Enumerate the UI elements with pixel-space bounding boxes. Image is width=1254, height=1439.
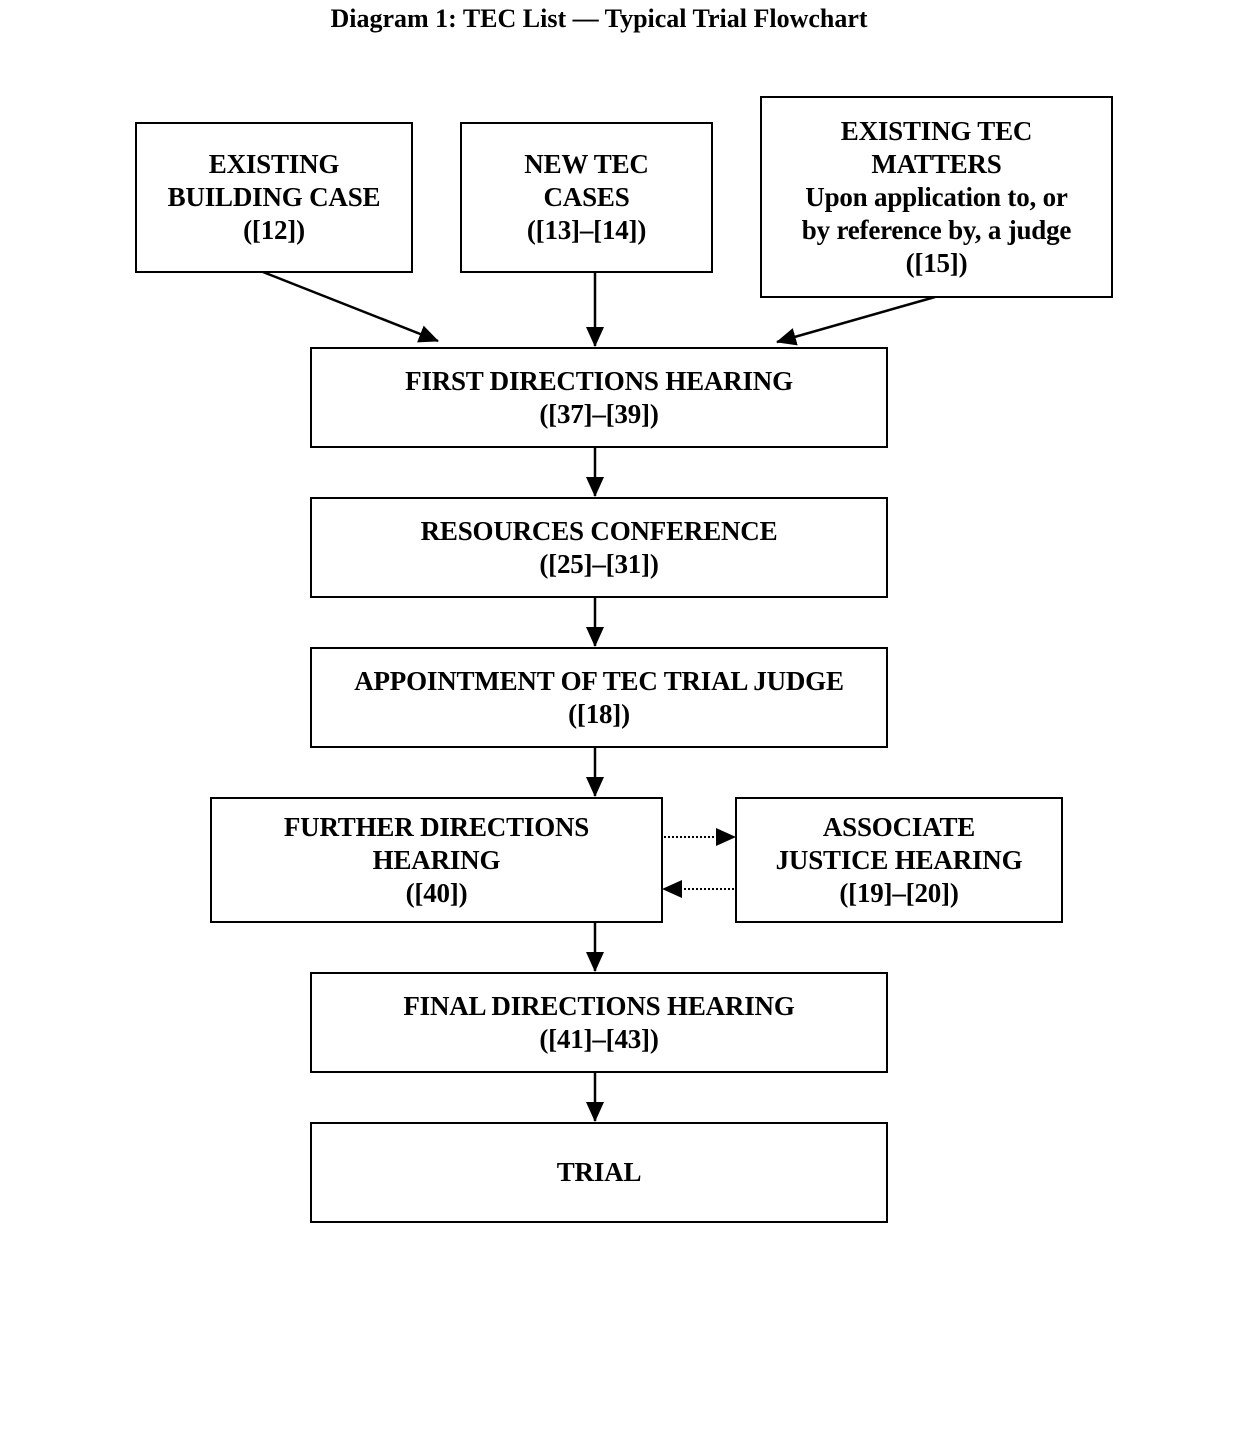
box-text-line: ([18]): [568, 698, 630, 729]
box-text-line: ([15]): [905, 247, 968, 278]
box-new-tec-cases-text: NEW TEC CASES ([13]–[14]): [524, 148, 649, 247]
box-text-line: NEW TEC: [524, 149, 649, 179]
box-further-directions-hearing: FURTHER DIRECTIONS HEARING ([40]): [210, 797, 663, 923]
box-resources-conference-text: RESOURCES CONFERENCE ([25]–[31]): [421, 515, 778, 581]
box-appointment-tec-trial-judge: APPOINTMENT OF TEC TRIAL JUDGE ([18]): [310, 647, 888, 748]
box-text-line: JUSTICE HEARING: [775, 844, 1023, 875]
box-text-line: FURTHER DIRECTIONS: [283, 811, 590, 842]
arrow-building-to-first: [262, 270, 439, 343]
box-further-directions-hearing-text: FURTHER DIRECTIONS HEARING ([40]): [284, 811, 589, 910]
diagram-title: Diagram 1: TEC List — Typical Trial Flow…: [330, 4, 868, 33]
box-text-line: ([25]–[31]): [539, 548, 659, 579]
box-trial-text: TRIAL: [557, 1156, 642, 1189]
box-text-line: ([19]–[20]): [839, 877, 959, 908]
box-appointment-tec-trial-judge-text: APPOINTMENT OF TEC TRIAL JUDGE ([18]): [354, 665, 844, 731]
box-text-line: FIRST DIRECTIONS HEARING: [405, 365, 793, 396]
box-first-directions-hearing: FIRST DIRECTIONS HEARING ([37]–[39]): [310, 347, 888, 448]
box-resources-conference: RESOURCES CONFERENCE ([25]–[31]): [310, 497, 888, 598]
box-associate-justice-hearing: ASSOCIATE JUSTICE HEARING ([19]–[20]): [735, 797, 1063, 923]
box-text-line: EXISTING: [208, 149, 340, 179]
box-new-tec-cases: NEW TEC CASES ([13]–[14]): [460, 122, 713, 273]
box-text-line: Upon application to, or: [805, 181, 1068, 212]
box-text-line: ASSOCIATE: [822, 811, 976, 842]
box-text-line: ([12]): [243, 215, 305, 245]
box-trial: TRIAL: [310, 1122, 888, 1223]
box-text-line: ([13]–[14]): [526, 215, 647, 245]
box-final-directions-hearing: FINAL DIRECTIONS HEARING ([41]–[43]): [310, 972, 888, 1073]
box-existing-building-case-text: EXISTING BUILDING CASE ([12]): [168, 148, 381, 247]
box-final-directions-hearing-text: FINAL DIRECTIONS HEARING ([41]–[43]): [403, 990, 794, 1056]
box-text-line: EXISTING TEC: [840, 115, 1033, 146]
box-text-line: CASES: [543, 182, 630, 212]
box-text-line: HEARING: [372, 844, 501, 875]
box-text-line: ([40]): [405, 877, 468, 908]
box-text-line: ([41]–[43]): [539, 1023, 659, 1054]
box-existing-tec-matters: EXISTING TEC MATTERS Upon application to…: [760, 96, 1113, 298]
box-associate-justice-hearing-text: ASSOCIATE JUSTICE HEARING ([19]–[20]): [776, 811, 1023, 910]
box-existing-tec-matters-text: EXISTING TEC MATTERS Upon application to…: [801, 115, 1072, 280]
box-existing-building-case: EXISTING BUILDING CASE ([12]): [135, 122, 413, 273]
box-text-line: RESOURCES CONFERENCE: [420, 515, 778, 546]
box-text-line: BUILDING CASE: [167, 182, 381, 212]
box-text-line: by reference by, a judge: [801, 214, 1072, 245]
box-text-line: FINAL DIRECTIONS HEARING: [403, 990, 795, 1021]
box-text-line: ([37]–[39]): [539, 398, 659, 429]
box-first-directions-hearing-text: FIRST DIRECTIONS HEARING ([37]–[39]): [405, 365, 793, 431]
box-text-line: MATTERS: [871, 148, 1002, 179]
box-text-line: APPOINTMENT OF TEC TRIAL JUDGE: [354, 665, 844, 696]
box-text-line: TRIAL: [556, 1157, 642, 1187]
arrow-existingtec-to-first: [776, 295, 936, 346]
